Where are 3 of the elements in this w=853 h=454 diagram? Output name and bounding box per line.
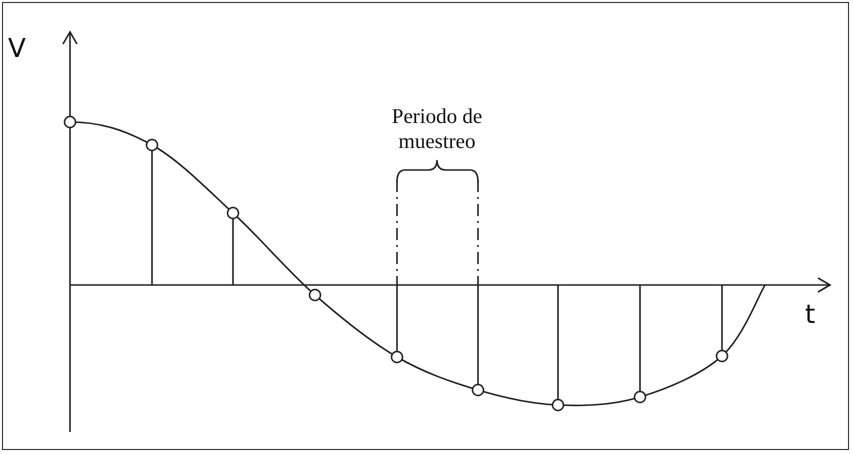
axis-label: V (8, 34, 27, 66)
axis-label: t (805, 300, 816, 332)
annotation-text: Periodo de muestreo (390, 104, 484, 154)
